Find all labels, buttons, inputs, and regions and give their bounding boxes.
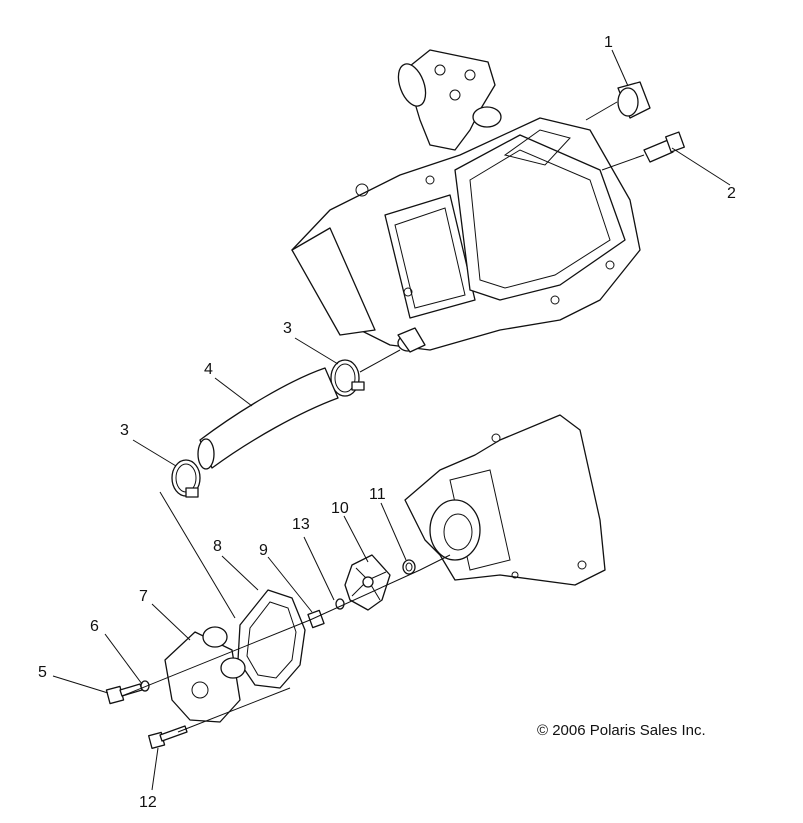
callout-leaders bbox=[52, 49, 731, 791]
callout-2: 2 bbox=[727, 185, 736, 202]
callout-11: 11 bbox=[369, 486, 386, 503]
assembly-lines bbox=[121, 101, 645, 733]
part-5-bolt bbox=[105, 683, 143, 705]
part-11-seal bbox=[402, 559, 416, 575]
callout-10: 10 bbox=[331, 500, 349, 517]
callout-5: 5 bbox=[38, 664, 47, 681]
part-10-impeller bbox=[344, 554, 391, 611]
callout-3-upper: 3 bbox=[283, 320, 292, 337]
part-2-sensor bbox=[643, 131, 685, 163]
copyright-notice: © 2006 Polaris Sales Inc. bbox=[537, 722, 706, 739]
part-1-plug bbox=[617, 81, 651, 119]
callout-6: 6 bbox=[90, 618, 99, 635]
part-7-pump-cover bbox=[164, 626, 246, 723]
part-3-clamp-lower bbox=[171, 459, 201, 498]
callout-3-lower: 3 bbox=[120, 422, 129, 439]
callout-4: 4 bbox=[204, 361, 213, 378]
callout-9: 9 bbox=[259, 542, 268, 559]
callout-1: 1 bbox=[604, 34, 613, 51]
part-8-gasket bbox=[237, 589, 306, 689]
callout-7: 7 bbox=[139, 588, 148, 605]
part-12-bolt bbox=[148, 725, 188, 749]
crankcase bbox=[404, 414, 606, 586]
cylinder-head-assembly bbox=[291, 49, 641, 353]
part-3-clamp-upper bbox=[330, 359, 365, 397]
callout-12: 12 bbox=[139, 794, 157, 811]
part-4-hose bbox=[197, 367, 339, 470]
part-9-nut bbox=[307, 609, 325, 629]
callout-13: 13 bbox=[292, 516, 310, 533]
callout-8: 8 bbox=[213, 538, 222, 555]
